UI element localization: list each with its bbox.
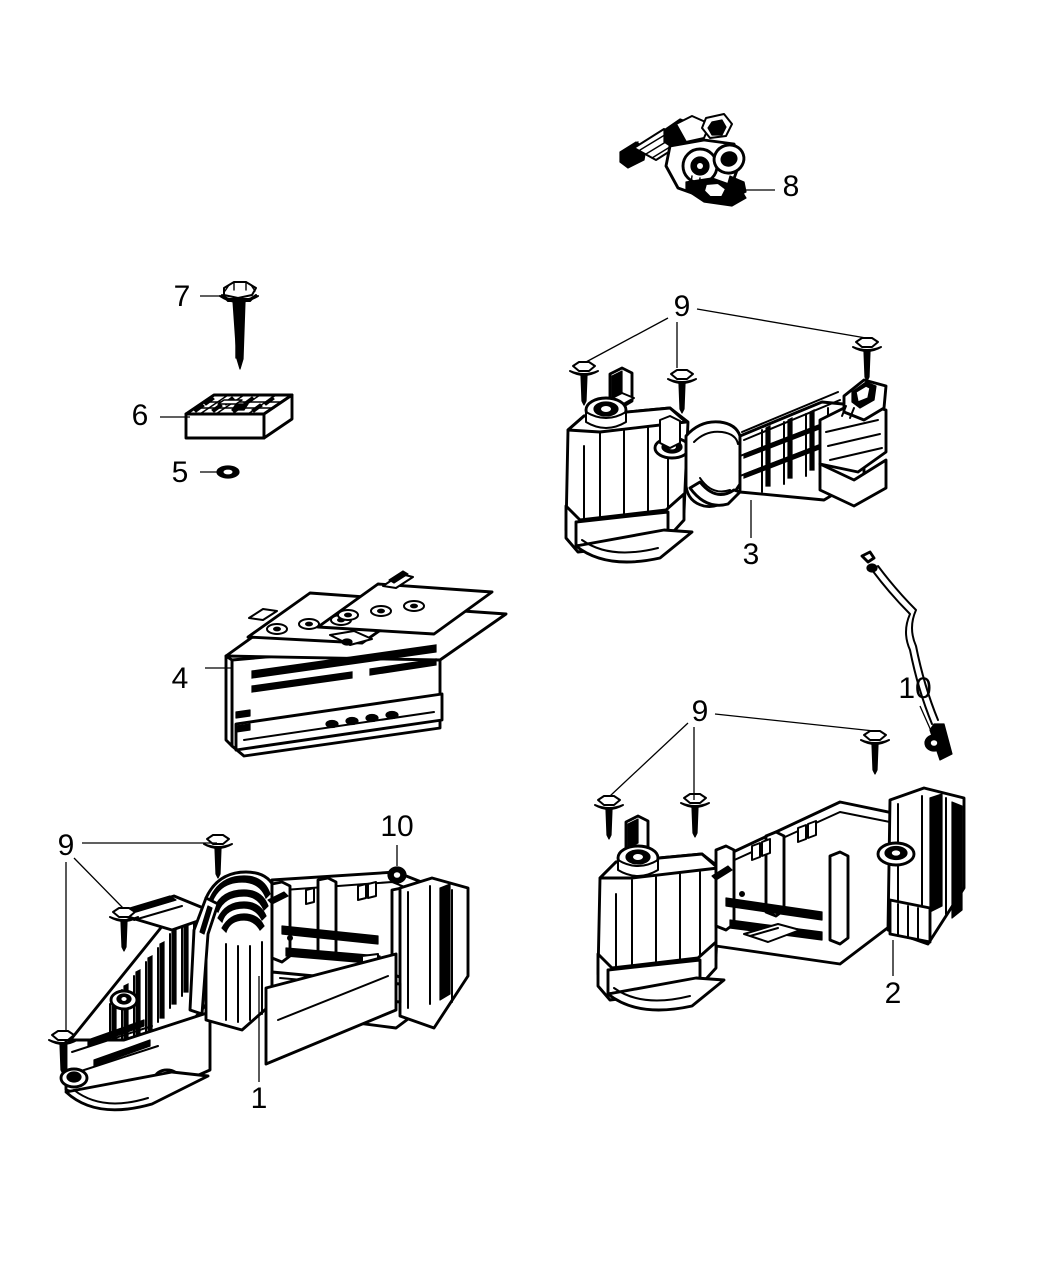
part-10-nut-right[interactable]: 10 [898,672,944,752]
part-2-battery-tray-right[interactable]: 2 [596,786,966,1012]
callout-label-4: 4 [172,662,189,695]
callout-label-10-right: 10 [898,672,931,705]
screw-icon [860,730,890,775]
callout-label-9-lower-right: 9 [692,695,709,728]
callout-label-3: 3 [743,538,760,571]
callout-label-9-lower-left: 9 [58,829,75,862]
screw-icon [569,361,599,406]
callout-label-2: 2 [885,977,902,1010]
part-1-battery-tray-left[interactable]: 1 [59,870,470,1115]
part-4-battery[interactable]: 4 [172,570,508,758]
screw-icon [48,1030,78,1075]
callout-label-8: 8 [783,170,800,203]
screw-group-upper-right[interactable]: 9 [569,290,882,414]
callout-label-6: 6 [132,399,149,432]
hold-down-rod[interactable] [860,550,953,761]
screw-icon [667,369,697,414]
part-3-battery-support-upper[interactable]: 3 [564,366,888,571]
screw-icon [680,793,710,838]
part-10-nut-left[interactable]: 10 [380,810,414,884]
screw-icon [594,795,624,840]
screw-icon [852,337,882,382]
callout-label-5: 5 [172,456,189,489]
callout-label-10-left: 10 [380,810,413,843]
part-5-washer[interactable]: 5 [172,456,240,489]
screw-group-lower-right[interactable]: 9 [594,695,890,840]
callout-label-7: 7 [174,280,191,313]
callout-label-9-upper-right: 9 [674,290,691,323]
screw-icon [203,834,233,879]
part-6-spacer-block[interactable]: 6 [132,393,294,440]
screw-group-lower-left[interactable]: 9 [48,829,233,1075]
screw-icon [109,907,139,952]
callout-label-1: 1 [251,1082,268,1115]
part-8-battery-sensor[interactable]: 8 [619,113,800,207]
part-7-long-bolt[interactable]: 7 [174,280,259,370]
